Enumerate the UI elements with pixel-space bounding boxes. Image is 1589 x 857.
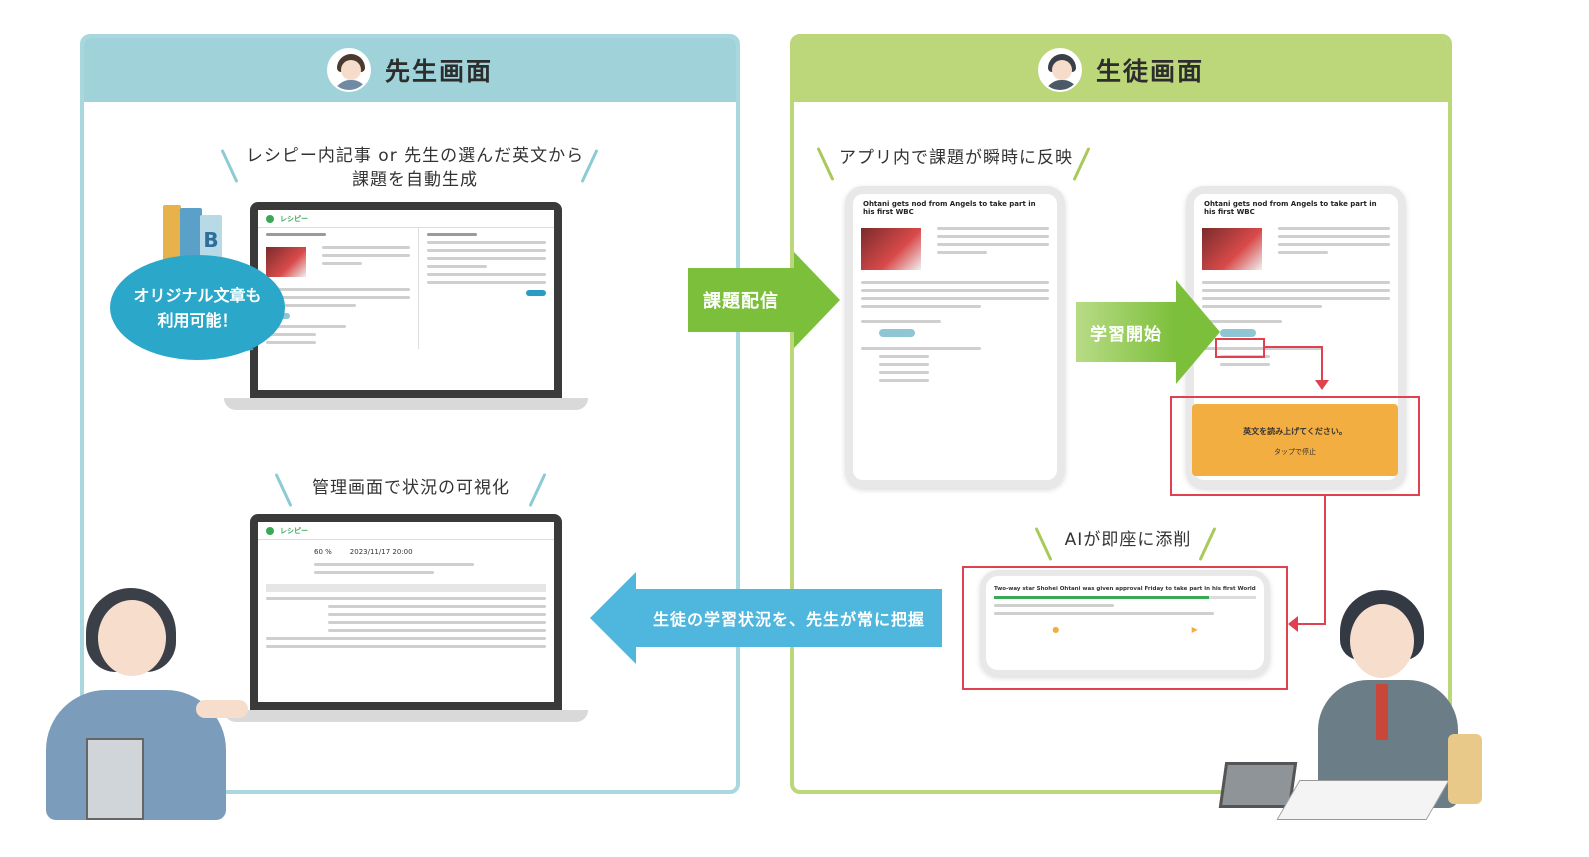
laptop-base	[224, 398, 588, 410]
tablet-article-title: Ohtani gets nod from Angels to take part…	[863, 200, 1036, 216]
teacher-editor-screen: レシピー	[250, 202, 562, 398]
tablet-article-title: Ohtani gets nod from Angels to take part…	[1204, 200, 1377, 216]
start-arrowhead-icon	[1176, 280, 1220, 384]
teacher-dashboard-screen: レシピー 60 % 2023/11/17 20:00	[250, 514, 562, 710]
connector-line	[1296, 623, 1326, 625]
speaking-prompt-card[interactable]: 英文を読み上げてください。 タップで停止	[1192, 404, 1398, 476]
brand-logo-icon	[266, 214, 274, 223]
connector-arrowhead-icon	[1288, 616, 1298, 632]
connector-line	[1321, 346, 1323, 384]
play-icon[interactable]: ▶	[1191, 625, 1198, 634]
speaking-prompt-text: 英文を読み上げてください。	[1243, 427, 1347, 436]
brand-logo-icon	[266, 526, 274, 535]
assign-arrowhead-icon	[794, 252, 840, 348]
speak-button[interactable]	[1220, 329, 1256, 337]
assign-arrow: 課題配信	[688, 252, 840, 348]
original-text-bubble: オリジナル文章も 利用可能！	[110, 255, 285, 360]
feedback-arrowhead-icon	[590, 572, 636, 664]
student-caption-correct: AIが即座に添削	[1064, 530, 1192, 550]
article-photo	[266, 247, 306, 277]
dashboard-topbar: レシピー	[258, 522, 554, 540]
teacher-panel-title: 先生画面	[384, 57, 493, 86]
teacher-caption-generate-line1: レシピー内記事 or 先生の選んだ英文から	[245, 146, 585, 166]
start-arrow: 学習開始	[1076, 280, 1220, 384]
student-tablet-assignment: Ohtani gets nod from Angels to take part…	[845, 186, 1065, 488]
bubble-line1: オリジナル文章も	[133, 285, 262, 305]
connector-arrowhead-icon	[1315, 380, 1329, 390]
tap-to-stop-text: タップで停止	[1274, 448, 1316, 456]
student-panel-title: 生徒画面	[1095, 57, 1204, 86]
feedback-arrow-label: 生徒の学習状況を、先生が常に把握	[636, 589, 942, 647]
brand-name: レシピー	[280, 214, 308, 223]
article-photo	[1202, 228, 1262, 270]
student-panel-header: 生徒画面	[794, 38, 1448, 102]
student-avatar-icon	[1037, 48, 1082, 92]
teacher-caption-visualize: 管理画面で状況の可視化	[312, 478, 510, 498]
feedback-arrow: 生徒の学習状況を、先生が常に把握	[590, 572, 942, 664]
speak-button-highlight	[1215, 338, 1265, 358]
speak-button[interactable]	[879, 329, 915, 337]
score-bar	[994, 596, 1256, 599]
dashboard-rate: 60 %	[314, 548, 332, 556]
bubble-line2: 利用可能！	[157, 310, 238, 330]
editor-topbar: レシピー	[258, 210, 554, 228]
teacher-panel-header: 先生画面	[84, 38, 736, 102]
speaking-prompt-highlight	[1170, 396, 1420, 496]
start-arrow-label: 学習開始	[1076, 302, 1176, 362]
dashboard-date: 2023/11/17 20:00	[349, 548, 413, 556]
brand-name: レシピー	[280, 526, 308, 535]
mic-icon[interactable]: ●	[1052, 625, 1060, 634]
connector-line	[1324, 496, 1326, 624]
feedback-sentence: Two-way star Shohei Ohtani was given app…	[994, 586, 1256, 592]
student-tablet-feedback: Two-way star Shohei Ohtani was given app…	[980, 570, 1270, 676]
laptop-base	[224, 710, 588, 722]
article-photo	[861, 228, 921, 270]
teacher-caption-generate: レシピー内記事 or 先生の選んだ英文から 課題を自動生成	[245, 144, 585, 192]
editor-content-column	[418, 228, 554, 349]
assign-arrow-label: 課題配信	[688, 268, 794, 332]
feedback-highlight	[962, 566, 1288, 690]
teacher-caption-generate-line2: 課題を自動生成	[352, 170, 478, 190]
student-caption-reflect: アプリ内で課題が瞬時に反映	[839, 148, 1073, 168]
connector-line	[1265, 346, 1323, 348]
teacher-avatar-icon	[326, 48, 371, 92]
dashboard-table-header	[266, 584, 546, 592]
